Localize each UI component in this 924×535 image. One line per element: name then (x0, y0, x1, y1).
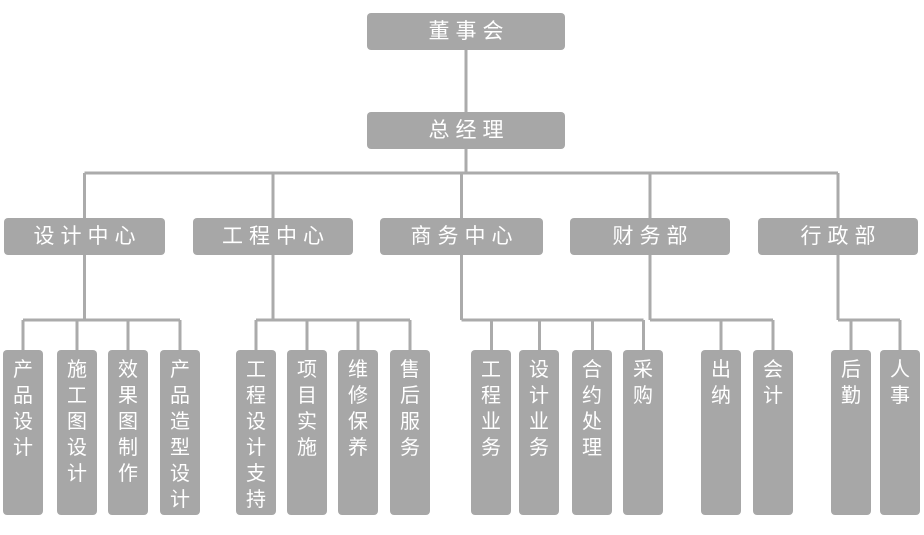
org-node-leaf-engineering-2: 维修保养 (338, 350, 378, 515)
org-node-leaf-business-0: 工程业务 (471, 350, 511, 515)
org-node-leaf-engineering-3: 售后服务 (390, 350, 430, 515)
org-node-leaf-design-2: 效果图制作 (108, 350, 148, 515)
org-node-leaf-design-1: 施工图设计 (57, 350, 97, 515)
org-node-leaf-finance-1: 会计 (753, 350, 793, 515)
org-node-dept-design-center: 设计中心 (4, 218, 165, 255)
org-node-board: 董事会 (367, 13, 565, 50)
org-node-dept-business-center: 商务中心 (380, 218, 543, 255)
org-node-leaf-business-2: 合约处理 (572, 350, 612, 515)
org-node-dept-finance: 财务部 (570, 218, 730, 255)
connector-path (21, 50, 902, 350)
org-node-leaf-engineering-1: 项目实施 (287, 350, 327, 515)
org-node-general-manager: 总经理 (367, 112, 565, 149)
org-node-leaf-admin-0: 后勤 (831, 350, 871, 515)
org-node-leaf-design-3: 产品造型设计 (160, 350, 200, 515)
org-node-leaf-business-3: 采购 (623, 350, 663, 515)
org-node-leaf-design-0: 产品设计 (3, 350, 43, 515)
org-node-leaf-business-1: 设计业务 (519, 350, 559, 515)
org-node-leaf-finance-0: 出纳 (701, 350, 741, 515)
org-node-leaf-engineering-0: 工程设计支持 (236, 350, 276, 515)
org-node-leaf-admin-1: 人事 (880, 350, 920, 515)
org-node-dept-engineering-center: 工程中心 (193, 218, 353, 255)
org-node-dept-administration: 行政部 (758, 218, 918, 255)
